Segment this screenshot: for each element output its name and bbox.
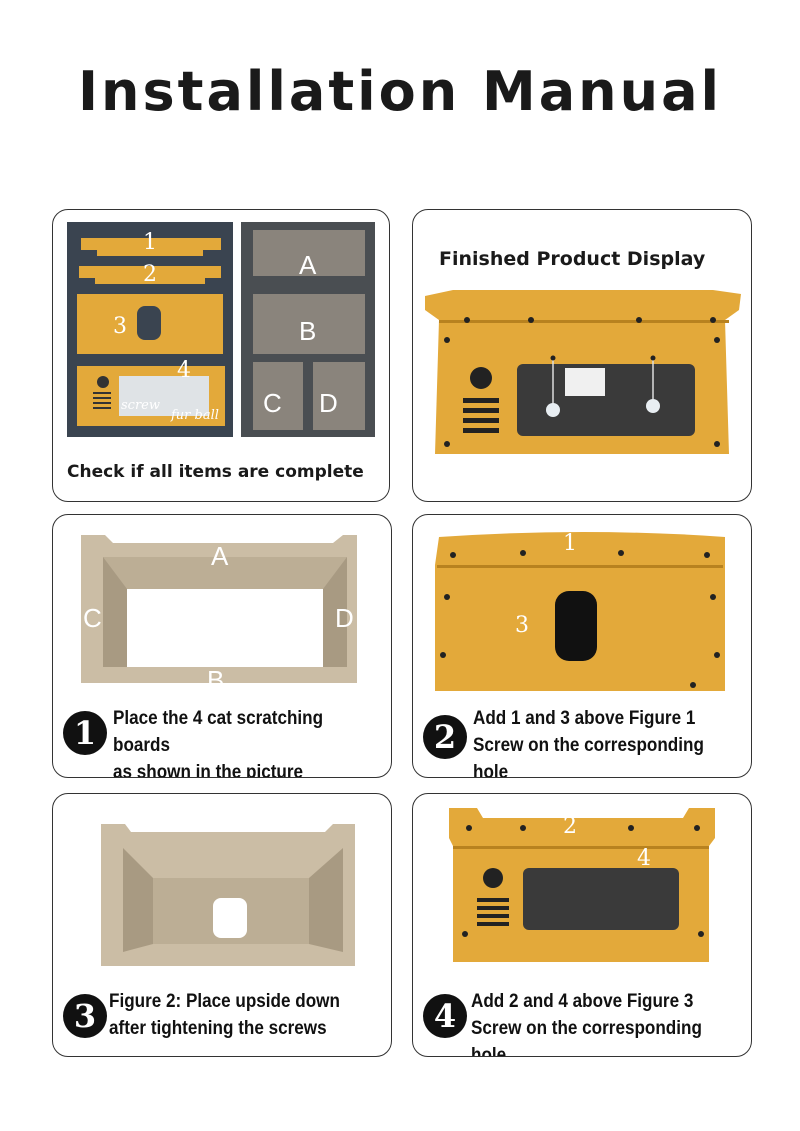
part-label-4: 4 [177, 358, 191, 383]
step-4-illustration [449, 808, 715, 962]
step-2-text: Add 1 and 3 above Figure 1 Screw on the … [473, 705, 743, 778]
board-label-d: D [335, 603, 354, 633]
part-label-3: 3 [113, 314, 127, 339]
finished-panel: Finished Product Display [412, 209, 752, 502]
part-label-2: 2 [143, 262, 157, 287]
parts-caption: Check if all items are complete [67, 462, 364, 482]
step-1-number: 1 [63, 711, 107, 755]
step-2-panel: 1 3 2 Add 1 and 3 above Figure 1 Screw o… [412, 514, 752, 778]
step-1-line-1: Place the 4 cat scratching boards [113, 708, 324, 756]
step-2-illustration [435, 532, 725, 691]
step-2-line-1: Add 1 and 3 above Figure 1 [473, 708, 696, 729]
step-3-panel: 3 Figure 2: Place upside down after tigh… [52, 793, 392, 1057]
step-2-number: 2 [423, 715, 467, 759]
finished-product-illustration [425, 290, 741, 454]
step-4-text: Add 2 and 4 above Figure 3 Screw on the … [471, 988, 741, 1057]
step-3-line-1: Figure 2: Place upside down [109, 991, 340, 1012]
step-1-illustration [81, 535, 357, 683]
board-label-b: B [207, 665, 225, 695]
pad-label-a: A [299, 250, 317, 280]
pad-label-d: D [319, 388, 338, 418]
step-1-text: Place the 4 cat scratching boards as sho… [113, 705, 383, 778]
step-1-panel: A B C D 1 Place the 4 cat scratching boa… [52, 514, 392, 778]
screw-label: screw [121, 398, 160, 413]
step-3-illustration [101, 824, 355, 966]
pad-label-c: C [263, 388, 282, 418]
step-4-number: 4 [423, 994, 467, 1038]
parts-panel: 1 2 3 4 A B C D screw fur ball Check if … [52, 209, 390, 502]
board-label-a: A [211, 541, 229, 571]
pad-label-b: B [299, 316, 317, 346]
part-label-3: 3 [515, 613, 529, 638]
part-label-1: 1 [143, 230, 157, 255]
step-3-number: 3 [63, 994, 107, 1038]
step-4-panel: 2 4 4 Add 2 and 4 above Figure 3 Screw o… [412, 793, 752, 1057]
part-label-1: 1 [563, 531, 577, 556]
part-label-2: 2 [563, 814, 577, 839]
step-3-text: Figure 2: Place upside down after tighte… [109, 988, 379, 1042]
step-2-line-2: Screw on the corresponding hole [473, 735, 704, 778]
step-4-line-1: Add 2 and 4 above Figure 3 [471, 991, 694, 1012]
step-4-line-2: Screw on the corresponding hole [471, 1018, 702, 1057]
board-label-c: C [83, 603, 102, 633]
part-label-4: 4 [637, 846, 651, 871]
parts-photo [67, 222, 375, 437]
page-title: Installation Manual [77, 60, 723, 123]
fur-ball-label: fur ball [171, 408, 219, 423]
step-3-line-2: after tightening the screws [109, 1018, 327, 1039]
step-1-line-2: as shown in the picture [113, 762, 304, 778]
finished-caption: Finished Product Display [439, 248, 706, 270]
